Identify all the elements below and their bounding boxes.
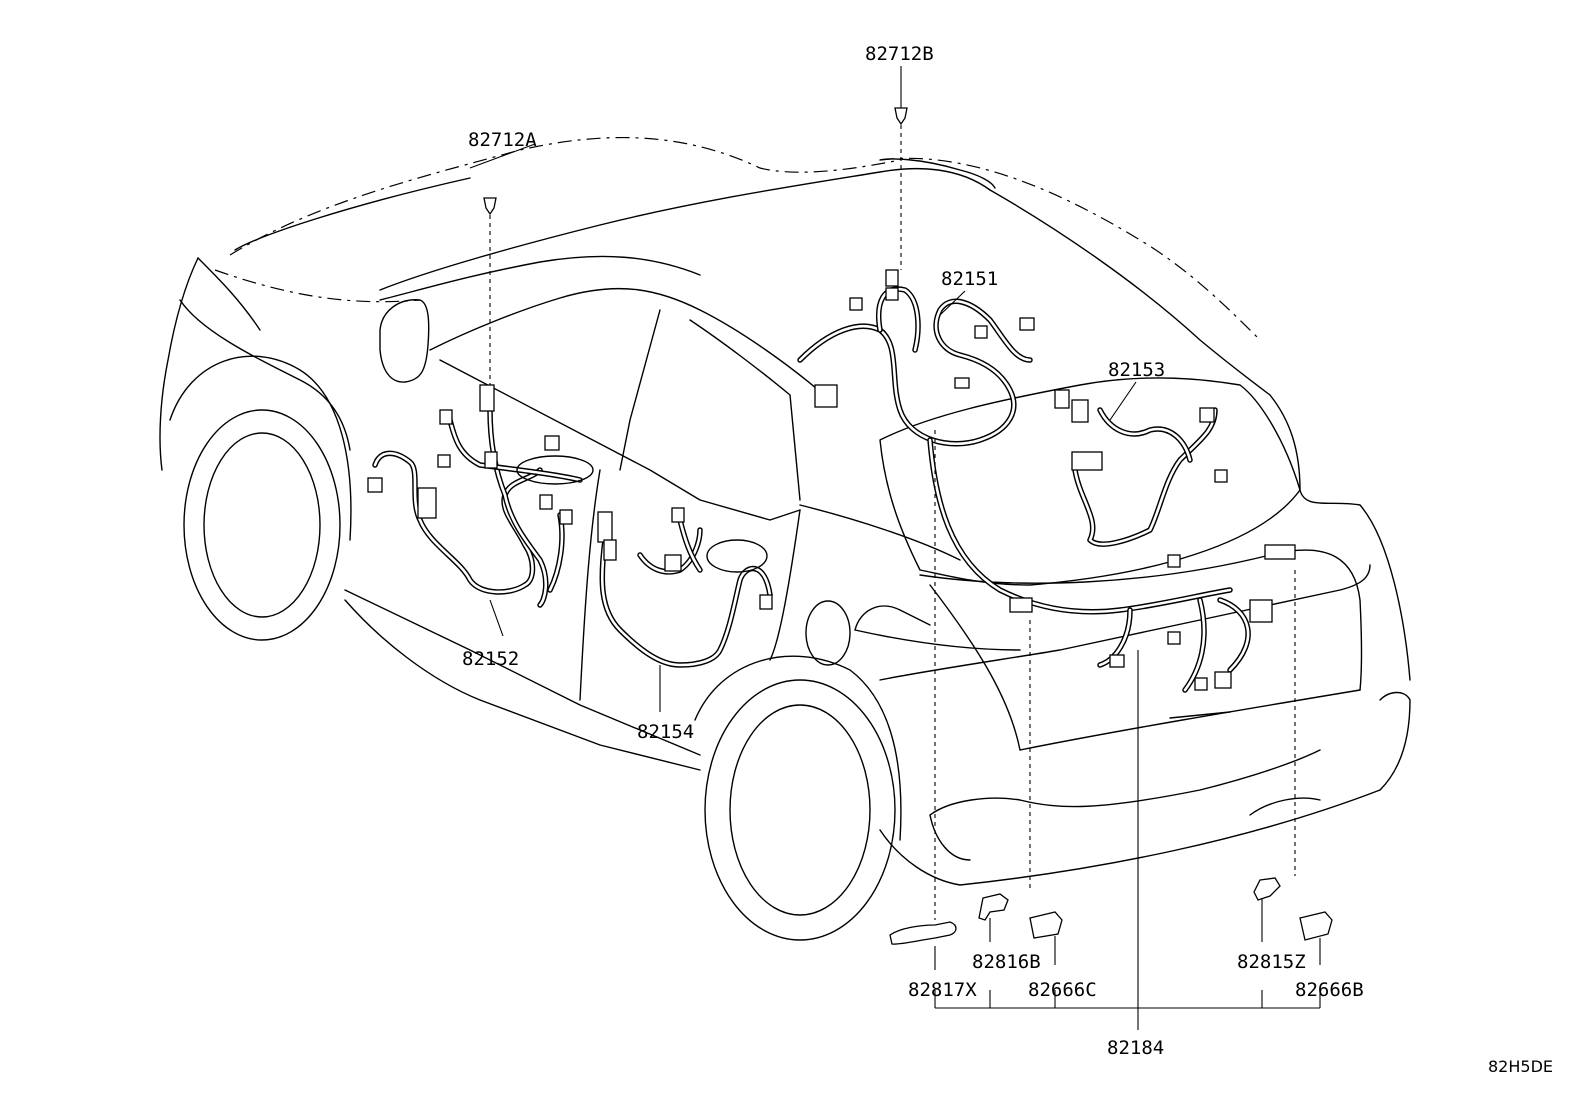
connector-icon (1214, 469, 1228, 483)
label-82816B: 82816B (972, 951, 1041, 973)
label-82815Z: 82815Z (1237, 951, 1306, 973)
connector-icon (439, 409, 453, 425)
connector-icon (1167, 554, 1181, 568)
connector-icon (417, 487, 437, 519)
connector-icon (885, 269, 899, 287)
connector-icon (1214, 671, 1232, 689)
part-82816B (978, 893, 1009, 921)
connector-icon (1194, 677, 1208, 691)
connector-icon (974, 325, 988, 339)
connector-icon (759, 594, 773, 610)
connector-icon (664, 554, 682, 572)
connector-icon (367, 477, 383, 493)
connector-icon (597, 511, 613, 543)
harness-82154 (597, 507, 773, 668)
label-82666C: 82666C (1028, 979, 1097, 1001)
connector-icon (814, 384, 838, 408)
connector-icon (1054, 389, 1070, 409)
connector-icon (1071, 451, 1103, 471)
harness-82151 (797, 269, 1035, 447)
label-82817X: 82817X (908, 979, 977, 1001)
holder-icon (1253, 877, 1281, 901)
connector-icon (1249, 599, 1273, 623)
label-82712B: 82712B (865, 43, 934, 65)
connector-icon (479, 384, 495, 412)
connector-icon (1009, 597, 1033, 613)
vehicle-outline (159, 136, 1411, 941)
clamp-82712B (894, 107, 908, 126)
clamp-icon (894, 107, 908, 126)
cover-icon (889, 921, 957, 945)
holder-icon (978, 893, 1009, 921)
part-82815Z (1253, 877, 1281, 901)
label-82712A: 82712A (468, 129, 537, 151)
label-82153: 82153 (1108, 359, 1165, 381)
connector-icon (1019, 317, 1035, 331)
relay-box-icon (1029, 911, 1063, 939)
part-82666B (1299, 911, 1333, 941)
connector-icon (1167, 631, 1181, 645)
connector-icon (849, 297, 863, 311)
connector-icon (539, 494, 553, 510)
connector-icon (885, 287, 899, 301)
leader-lines (469, 66, 1321, 1030)
label-82154: 82154 (637, 721, 694, 743)
connector-icon (1264, 544, 1296, 560)
part-82817X (889, 921, 957, 945)
harness-82152 (367, 384, 594, 608)
label-82184: 82184 (1107, 1037, 1164, 1059)
door-handle-icon (516, 455, 594, 485)
label-82151: 82151 (941, 268, 998, 290)
label-82666B: 82666B (1295, 979, 1364, 1001)
connector-icon (544, 435, 560, 451)
connector-icon (1199, 407, 1215, 423)
connector-icon (603, 539, 617, 561)
connector-icon (437, 454, 451, 468)
connector-icon (559, 509, 573, 525)
part-82666C (1029, 911, 1063, 939)
clamp-icon (483, 197, 497, 216)
part-labels: 82712B 82712A 82151 82153 82152 82154 82… (462, 43, 1553, 1076)
connector-icon (1071, 399, 1089, 423)
connector-icon (671, 507, 685, 523)
connector-icon (954, 377, 970, 389)
label-82152: 82152 (462, 648, 519, 670)
relay-box-icon (1299, 911, 1333, 941)
clamp-82712A (483, 197, 497, 216)
connector-icon (1109, 654, 1125, 668)
diagram-code: 82H5DE (1488, 1057, 1553, 1076)
door-handle-icon (706, 539, 768, 573)
harness-82153 (927, 389, 1296, 693)
connector-icon (484, 451, 498, 469)
